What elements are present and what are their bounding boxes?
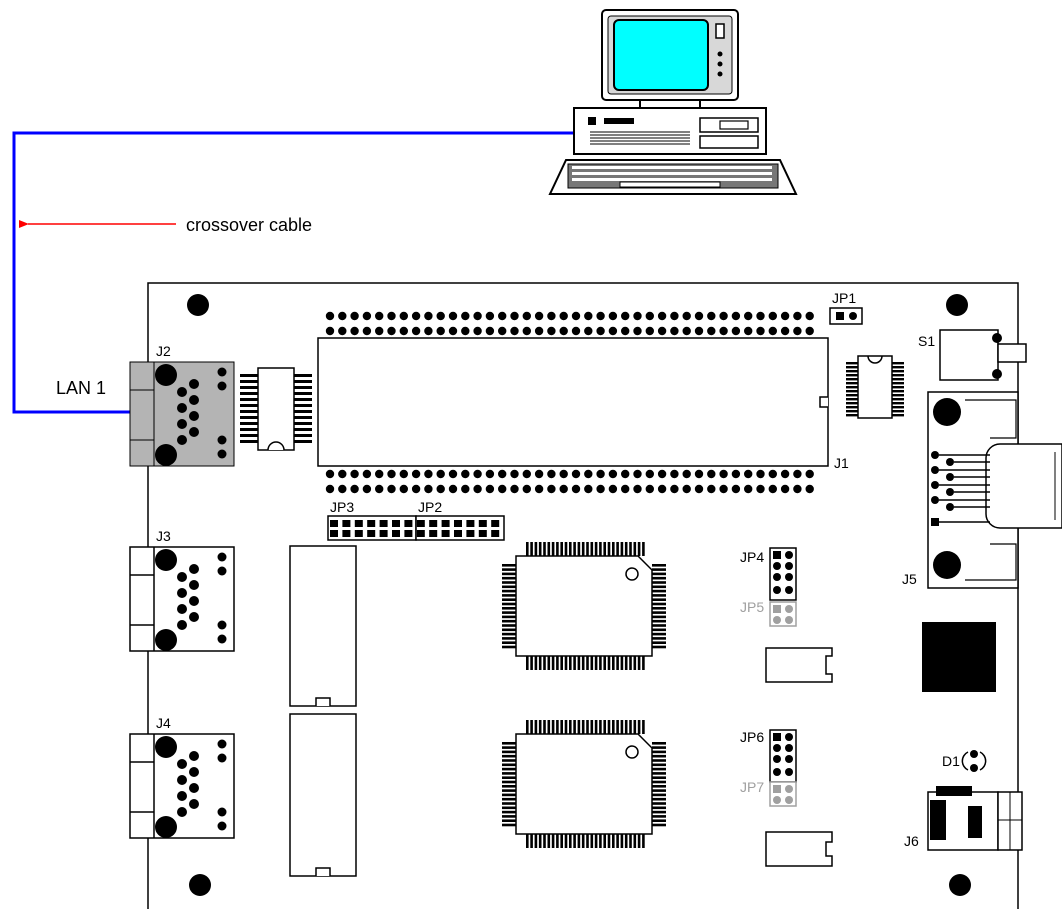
j6-power-connector <box>928 786 1022 850</box>
jp3-label: JP3 <box>330 499 354 515</box>
jp7-jumper <box>770 782 796 806</box>
power-module <box>922 622 996 692</box>
qfp-chip-lower <box>502 720 666 848</box>
monitor-screen <box>614 20 708 90</box>
d1-label: D1 <box>942 753 960 769</box>
jp4-label: JP4 <box>740 549 764 565</box>
j6-label: J6 <box>904 833 919 849</box>
jp5-jumper <box>770 602 796 626</box>
crystal-upper <box>766 648 832 682</box>
j5-label: J5 <box>902 571 917 587</box>
j2-rj45-connector <box>130 362 234 466</box>
memory-chip-upper <box>290 546 356 706</box>
jp1-label: JP1 <box>832 290 856 306</box>
j2-label: J2 <box>156 343 171 359</box>
memory-chip-lower <box>290 714 356 876</box>
jp5-label: JP5 <box>740 599 764 615</box>
j3-label: J3 <box>156 528 171 544</box>
lan-label: LAN 1 <box>56 378 106 398</box>
desktop-computer-icon <box>550 10 796 194</box>
s1-label: S1 <box>918 333 935 349</box>
jp7-label: JP7 <box>740 779 764 795</box>
jp1-jumper <box>830 308 862 324</box>
jp6-jumper <box>770 730 796 782</box>
jp6-label: JP6 <box>740 729 764 745</box>
qfp-chip-upper <box>502 542 666 670</box>
crystal-lower <box>766 832 832 866</box>
j1-module <box>318 338 828 466</box>
j1-label: J1 <box>834 455 849 471</box>
j4-label: J4 <box>156 715 171 731</box>
j3-rj45-connector <box>130 547 234 651</box>
cable-label: crossover cable <box>186 215 312 235</box>
jp2-label: JP2 <box>418 499 442 515</box>
j5-serial-connector <box>928 392 1062 588</box>
j4-rj45-connector <box>130 734 234 838</box>
jp4-jumper <box>770 548 796 600</box>
